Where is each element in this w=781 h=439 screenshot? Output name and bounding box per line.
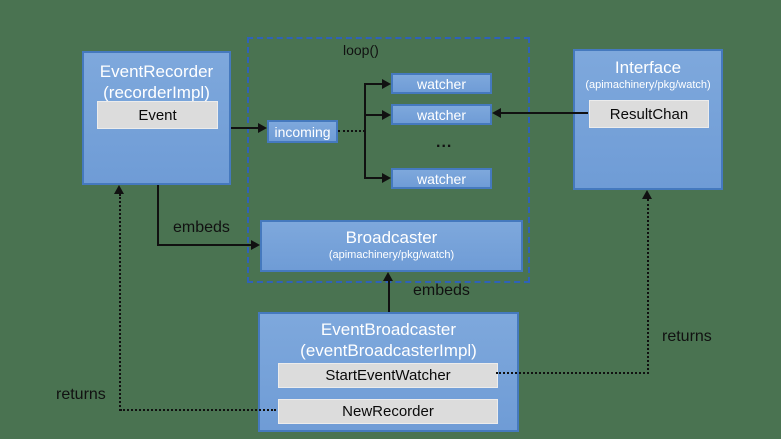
event-broadcaster-node: EventBroadcaster (eventBroadcasterImpl) … — [258, 312, 519, 432]
event-method: Event — [97, 101, 218, 129]
arrowhead-up-icon — [642, 190, 652, 199]
watcher-node-2: watcher — [391, 104, 492, 125]
event-broadcaster-title: EventBroadcaster — [320, 320, 457, 339]
arrow-eventbroadcaster-embeds-broadcaster — [388, 281, 390, 312]
loop-label: loop() — [343, 42, 379, 58]
arrow-recorder-embeds-broadcaster — [157, 185, 159, 246]
arrow-trunk-to-watcher-3 — [366, 177, 382, 179]
start-event-watcher-method: StartEventWatcher — [278, 363, 498, 388]
arrowhead-up-icon — [383, 272, 393, 281]
arrowhead-right-icon — [382, 110, 391, 120]
returns-label: returns — [662, 328, 712, 345]
returns-label: returns — [56, 386, 106, 403]
interface-title: Interface — [614, 58, 682, 77]
broadcaster-title: Broadcaster — [345, 228, 438, 247]
arrow-event-to-incoming — [231, 127, 259, 129]
interface-subtitle: (apimachinery/pkg/watch) — [585, 79, 711, 91]
event-recorder-title: EventRecorder — [99, 62, 214, 81]
event-broadcaster-subtitle: (eventBroadcasterImpl) — [300, 341, 477, 360]
fanout-trunk-line — [364, 83, 366, 179]
arrow-newrecorder-returns-eventrecorder — [119, 194, 121, 411]
arrowhead-up-icon — [114, 185, 124, 194]
event-recorder-node: EventRecorder (recorderImpl) Event — [82, 51, 231, 185]
arrowhead-right-icon — [251, 240, 260, 250]
arrow-resultchan-to-watcher — [501, 112, 588, 114]
arrowhead-right-icon — [382, 173, 391, 183]
watcher-node-1: watcher — [391, 73, 492, 94]
interface-node: Interface (apimachinery/pkg/watch) Resul… — [573, 49, 723, 190]
arrow-trunk-to-watcher-2 — [366, 114, 382, 116]
arrow-recorder-embeds-broadcaster — [157, 244, 252, 246]
embeds-label: embeds — [413, 282, 470, 299]
incoming-node: incoming — [267, 120, 338, 143]
watcher-node-3: watcher — [391, 168, 492, 189]
arrow-starteventwatcher-returns-interface — [496, 372, 649, 374]
new-recorder-method: NewRecorder — [278, 399, 498, 424]
arrowhead-right-icon — [258, 123, 267, 133]
broadcaster-node: Broadcaster (apimachinery/pkg/watch) — [260, 220, 523, 272]
event-recorder-subtitle: (recorderImpl) — [103, 83, 210, 102]
arrow-trunk-to-watcher-1 — [366, 83, 382, 85]
embeds-label: embeds — [173, 219, 230, 236]
resultchan-method: ResultChan — [589, 100, 709, 128]
arrow-starteventwatcher-returns-interface — [647, 199, 649, 374]
watchers-ellipsis: ... — [436, 134, 453, 151]
line-incoming-to-trunk — [338, 130, 365, 132]
arrowhead-right-icon — [382, 79, 391, 89]
broadcaster-subtitle: (apimachinery/pkg/watch) — [328, 249, 455, 261]
arrow-newrecorder-returns-eventrecorder — [120, 409, 276, 411]
arrowhead-left-icon — [492, 108, 501, 118]
